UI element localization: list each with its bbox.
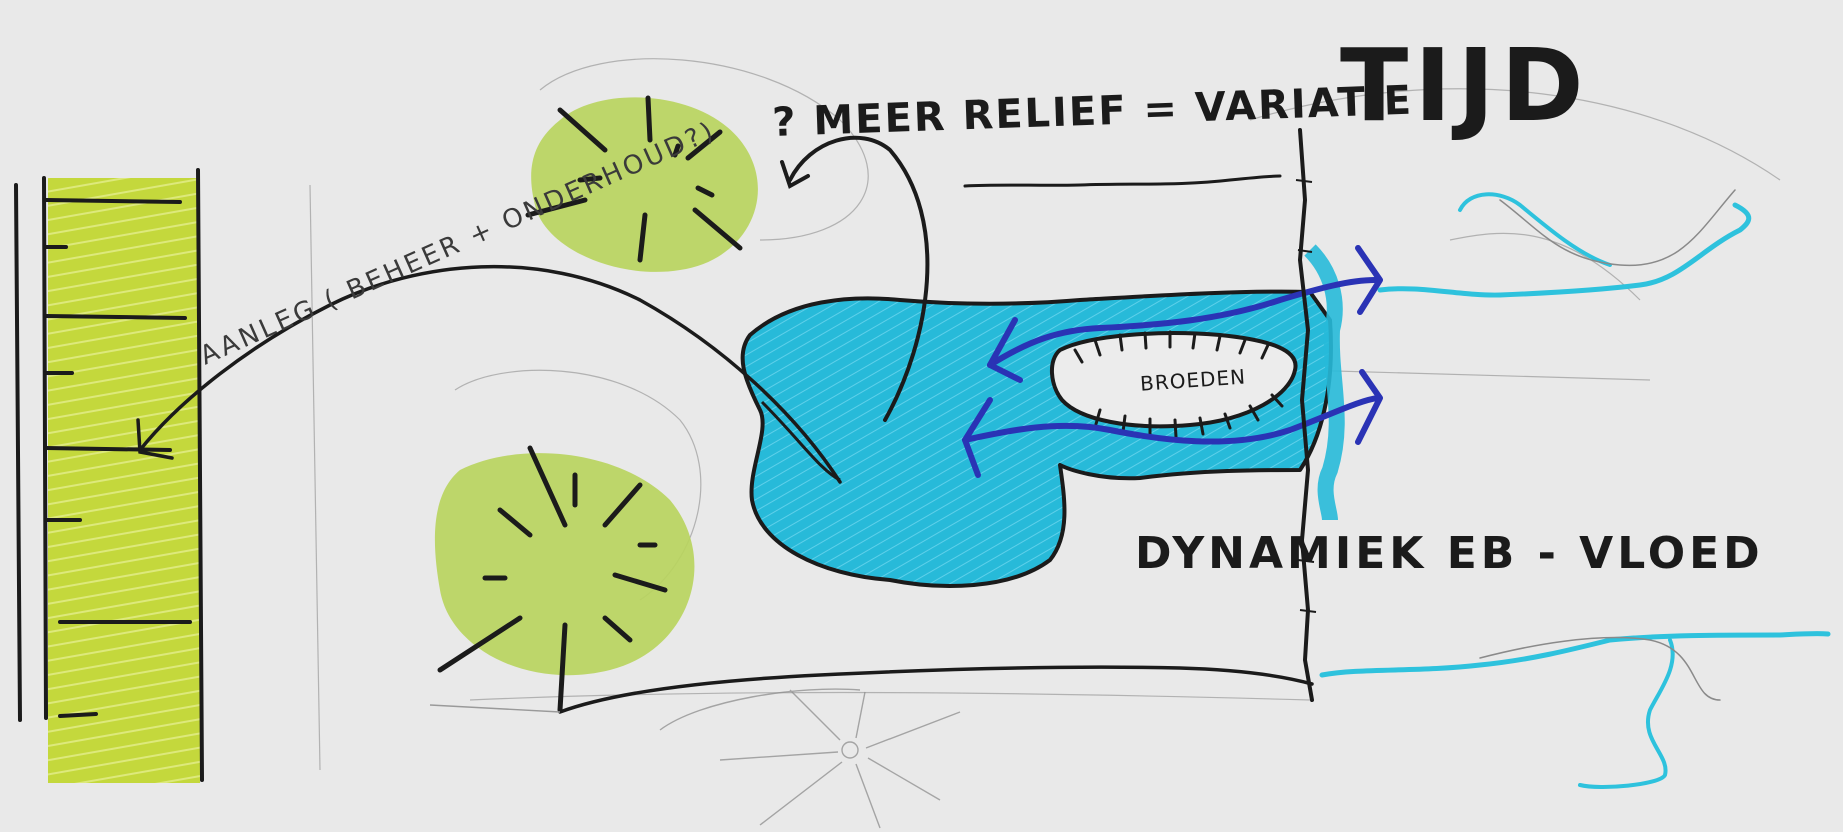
- strip-rung: [60, 714, 96, 716]
- strip-rung: [46, 200, 180, 202]
- relief-note: ? MEER RELIEF = VARIATIE: [772, 78, 1414, 146]
- tree-canopy-icon: [435, 448, 695, 710]
- tide-label: DYNAMIEK EB - VLOED: [1135, 528, 1764, 579]
- time-heading: TIJD: [1340, 27, 1590, 144]
- strip-rung: [46, 448, 170, 450]
- river-lower: [1322, 634, 1828, 787]
- maintenance-arrow-icon: [138, 267, 840, 482]
- ground-line: [560, 667, 1312, 712]
- vegetation-fill: [48, 178, 200, 783]
- strip-outer-line: [16, 185, 20, 720]
- vegetation-strip: [16, 170, 202, 783]
- underline-stroke: [965, 176, 1280, 186]
- faint-tree-icon: [660, 689, 960, 828]
- ground-line-left: [430, 705, 560, 712]
- strip-rung: [46, 316, 185, 318]
- river-upper: [1380, 190, 1749, 295]
